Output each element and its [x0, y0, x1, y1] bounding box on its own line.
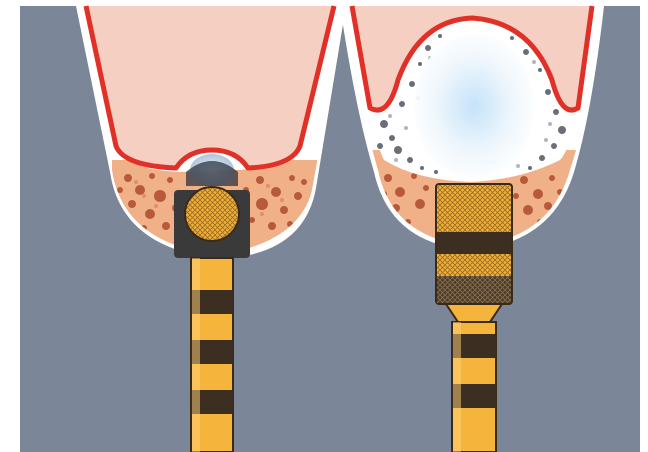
- right-cavity-glow: [414, 34, 534, 178]
- left-gingiva: [86, 6, 334, 168]
- left-bur-ball: [185, 187, 239, 241]
